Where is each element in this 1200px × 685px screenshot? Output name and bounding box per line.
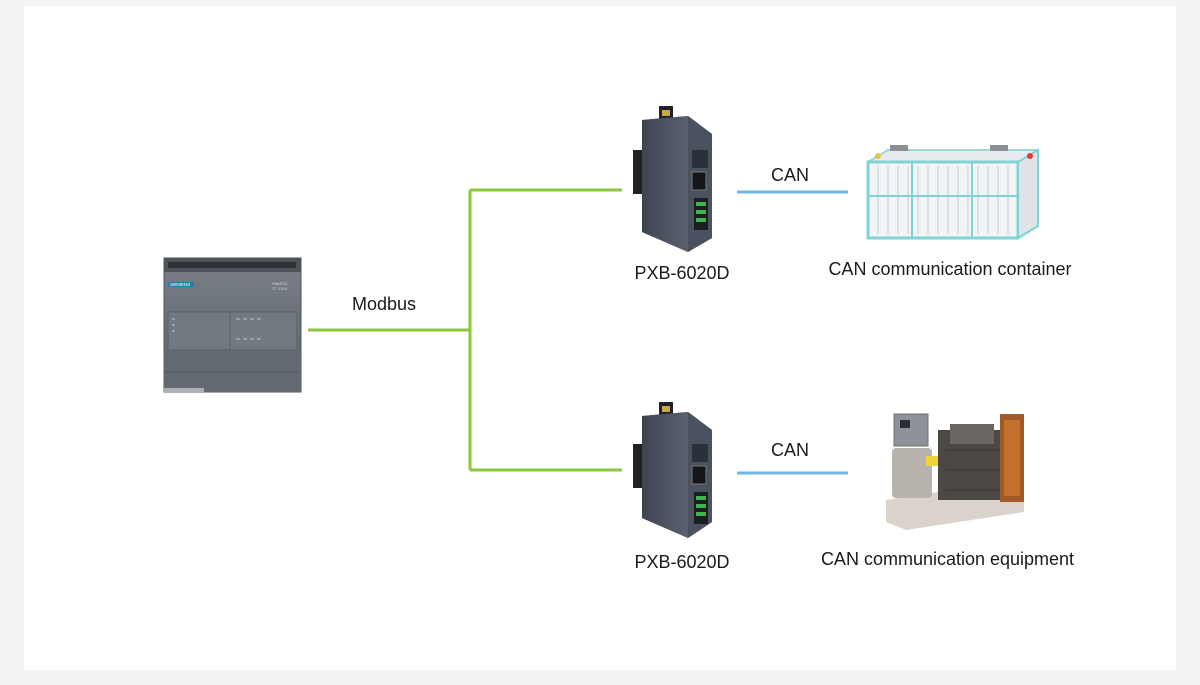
gateway-device-bottom-icon <box>633 402 712 538</box>
generator-icon <box>886 413 1024 530</box>
gateway-label-bottom: PXB-6020D <box>634 552 730 572</box>
can-label-top: CAN <box>770 165 809 185</box>
equipment-label: CAN communication equipment <box>820 549 1075 569</box>
plc-controller-icon: SIEMENS SIMATIC S7-1200 <box>163 257 302 393</box>
plc-model-line-1: SIMATIC <box>272 281 288 286</box>
container-icon <box>866 145 1039 240</box>
plc-model-line-2: S7-1200 <box>272 286 288 291</box>
plc-brand-text: SIEMENS <box>170 282 190 287</box>
can-label-bottom: CAN <box>770 440 809 460</box>
gateway-label-top: PXB-6020D <box>634 263 730 283</box>
modbus-label: Modbus <box>351 294 417 314</box>
can-links <box>737 190 848 475</box>
container-label: CAN communication container <box>828 259 1072 279</box>
gateway-device-top-icon <box>633 106 712 252</box>
modbus-link <box>308 188 622 472</box>
